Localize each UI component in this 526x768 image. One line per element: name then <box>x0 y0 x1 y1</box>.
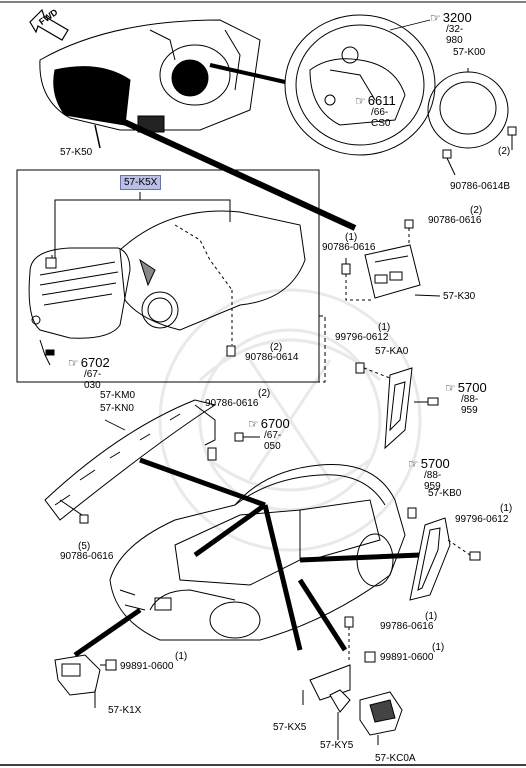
label-57-kc0a: 57-KC0A <box>375 753 416 764</box>
pointing-hand-icon: ☞ <box>408 457 419 471</box>
ref-5700-upper: ☞ 5700 /88-959 <box>445 380 487 416</box>
label-qty: (2) <box>498 146 511 157</box>
sensor-module-illustration <box>341 219 441 301</box>
driver-airbag-illustration <box>427 68 509 149</box>
label-qty: (1) <box>345 232 358 243</box>
label-qty: (2) <box>270 342 283 353</box>
label-90786-0614b: 90786-0614B <box>450 181 511 192</box>
label-90786-0614: 90786-0614 <box>245 352 299 363</box>
label-qty: (2) <box>258 388 271 399</box>
label-99796-0612: 99796-0612 <box>335 332 389 343</box>
label-99796-0612: 99796-0612 <box>455 514 509 525</box>
passenger-airbag-box <box>16 169 320 383</box>
ref-5700-lower: ☞ 5700 /88-959 <box>408 456 450 492</box>
label-qty: (1) <box>378 322 391 333</box>
fwd-arrow-icon <box>29 8 69 41</box>
pointing-hand-icon: ☞ <box>355 94 366 108</box>
label-qty: (1) <box>175 651 188 662</box>
label-57-k50: 57-K50 <box>60 147 93 158</box>
label-90786-0616: 90786-0616 <box>322 242 376 253</box>
label-90786-0616: 90786-0616 <box>205 398 259 409</box>
side-sensor-illustration <box>302 616 403 745</box>
car-illustration <box>109 463 406 641</box>
steering-wheel-illustration <box>284 14 436 156</box>
door-airbag-illustration <box>407 507 481 601</box>
ref-6700: ☞ 6700 /67-050 <box>248 416 290 452</box>
pointing-hand-icon: ☞ <box>430 11 441 25</box>
label-99786-0616: 99786-0616 <box>380 621 434 632</box>
pillar-bracket-illustration <box>355 362 439 450</box>
ref-6611: ☞ 6611 /66-CS0 <box>355 93 396 129</box>
label-57-kn0: 57-KN0 <box>100 403 134 414</box>
label-57-k30: 57-K30 <box>443 291 476 302</box>
label-57-kb0: 57-KB0 <box>428 488 462 499</box>
label-qty: (2) <box>470 205 483 216</box>
label-90786-0616: 90786-0616 <box>60 551 114 562</box>
curtain-airbag-illustration <box>44 399 260 524</box>
label-90786-0616: 90786-0616 <box>428 215 482 226</box>
pointing-hand-icon: ☞ <box>68 356 79 370</box>
ref-6702: ☞ 6702 /67-030 <box>68 355 110 391</box>
label-qty: (1) <box>500 503 513 514</box>
pointing-hand-icon: ☞ <box>248 417 259 431</box>
ref-3200: ☞ 3200 /32-980 <box>430 10 472 46</box>
watermark-emblem <box>158 288 422 552</box>
label-57-ka0: 57-KA0 <box>375 346 409 357</box>
bolt-illustration <box>442 126 517 176</box>
passenger-airbag-illustration <box>28 210 306 366</box>
pointing-hand-icon: ☞ <box>445 381 456 395</box>
label-57-k5x: 57-K5X <box>120 175 162 190</box>
label-99891-0600: 99891-0600 <box>380 652 434 663</box>
label-57-kx5: 57-KX5 <box>273 722 307 733</box>
label-qty: (5) <box>78 541 91 552</box>
front-sensor-illustration <box>54 654 117 708</box>
label-99891-0600: 99891-0600 <box>120 661 174 672</box>
label-57-k00: 57-K00 <box>453 47 486 58</box>
label-57-ky5: 57-KY5 <box>320 740 354 751</box>
label-qty: (1) <box>425 611 438 622</box>
label-57-km0: 57-KM0 <box>100 390 136 401</box>
dashboard-illustration <box>39 19 261 149</box>
label-57-k1x: 57-K1X <box>108 705 142 716</box>
label-qty: (1) <box>432 642 445 653</box>
